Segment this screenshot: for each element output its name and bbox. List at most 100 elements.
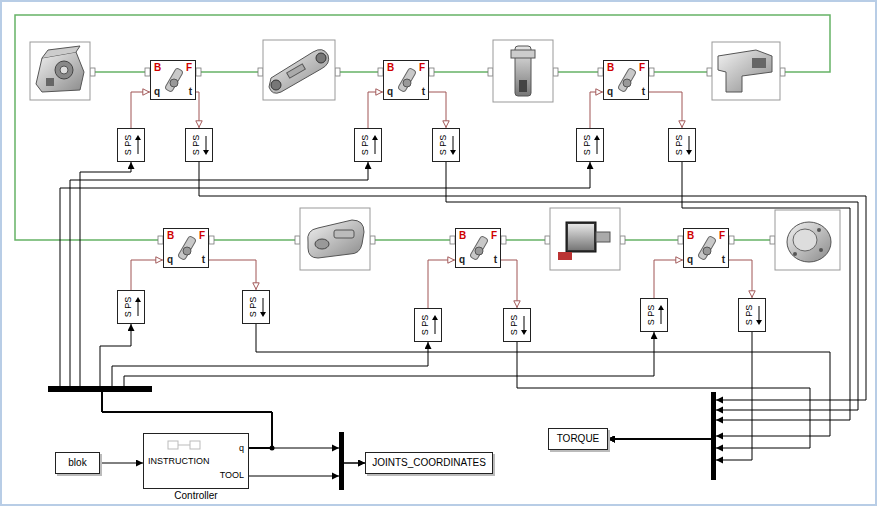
port-square: [770, 236, 775, 244]
physical-signal-line: [131, 260, 163, 290]
mechanical-link: [649, 71, 712, 73]
ps-s-converter: S PS: [185, 128, 213, 162]
port-label: q: [154, 87, 160, 97]
port-square: [707, 68, 712, 76]
port-label: t: [722, 255, 725, 265]
tool-flange: [775, 210, 840, 270]
physical-signal-line: [729, 260, 752, 298]
port-label: q: [387, 87, 393, 97]
signal-line: [249, 463, 365, 476]
mux-input-arrow: [716, 445, 723, 452]
s-ps-converter: S PS: [117, 128, 145, 162]
port-label: F: [419, 63, 425, 73]
ps-s-converter: S PS: [503, 308, 531, 342]
block-label: blok: [68, 458, 86, 468]
mux-input-arrow: [332, 473, 339, 480]
revolute-joint: BFqt: [383, 60, 429, 100]
mux-bar: [711, 392, 716, 480]
mux-input-arrow: [716, 407, 723, 414]
signal-block: blok: [55, 452, 100, 474]
s-ps-converter: S PS: [117, 290, 145, 324]
ps-s-converter: S PS: [668, 128, 696, 162]
converter-label: S PS: [510, 315, 519, 336]
link-2-body: [493, 40, 553, 102]
signal-line: [70, 162, 368, 448]
link-4-body: [300, 208, 370, 270]
converter-label: S PS: [124, 135, 133, 156]
block-name: Controller: [174, 491, 217, 501]
converter-label: S PS: [124, 297, 133, 318]
revolute-joint: BFqt: [603, 60, 649, 100]
port-label: t: [189, 87, 192, 97]
link-1-body: [263, 40, 335, 100]
converter-label: S PS: [583, 135, 592, 156]
port-label: t: [422, 87, 425, 97]
signal-line: [60, 162, 590, 448]
controller-block: INSTRUCTIONqTOOLController: [143, 433, 249, 489]
mechanical-link: [501, 239, 550, 241]
port-label: B: [607, 63, 614, 73]
port-label: F: [186, 63, 192, 73]
port-label: F: [199, 231, 205, 241]
mux-input-arrow: [716, 457, 723, 464]
motor-body: [550, 208, 620, 270]
s-ps-converter: S PS: [640, 298, 668, 332]
converter-label: S PS: [249, 297, 258, 318]
port-square: [488, 68, 493, 76]
mechanical-link: [335, 71, 383, 73]
port-square: [90, 68, 95, 76]
port-square: [196, 68, 201, 76]
physical-signal-line: [209, 260, 256, 290]
port-label: TOOL: [220, 471, 244, 480]
signal-line: [446, 162, 858, 439]
port-square: [209, 236, 214, 244]
port-label: t: [202, 255, 205, 265]
physical-signal-line: [429, 92, 446, 128]
physical-signal-line: [428, 260, 455, 308]
mechanical-link: [553, 71, 603, 73]
revolute-joint: BFqt: [455, 228, 501, 268]
converter-label: S PS: [439, 135, 448, 156]
mux-arrowheads: [332, 397, 723, 480]
mechanical-link: [15, 15, 830, 240]
s-ps-converter: S PS: [414, 308, 442, 342]
physical-signal-line: [501, 260, 517, 308]
controller-icon: [166, 439, 206, 453]
port-label: F: [639, 63, 645, 73]
port-label: F: [491, 231, 497, 241]
mechanical-link: [90, 71, 150, 73]
branch-dot: [270, 446, 275, 451]
link-3-body: [712, 42, 780, 100]
mechanical-link: [620, 239, 683, 241]
revolute-joint: B Fq t: [150, 60, 196, 100]
port-square: [501, 236, 506, 244]
block-label: TORQUE: [557, 434, 600, 444]
port-square: [295, 236, 300, 244]
port-square: [780, 68, 785, 76]
converter-label: S PS: [647, 305, 656, 326]
signal-line: [608, 332, 752, 460]
signal-block: JOINTS_COORDINATES: [365, 452, 493, 474]
revolute-joint: BFqt: [163, 228, 209, 268]
port-label: B: [687, 231, 694, 241]
port-label: t: [642, 87, 645, 97]
mechanical-link: [370, 239, 455, 241]
physical-signal-line: [654, 260, 683, 298]
ps-s-converter: S PS: [432, 128, 460, 162]
port-square: [258, 68, 263, 76]
physical-signal-line: [368, 92, 383, 128]
port-label: B: [154, 63, 161, 73]
mux-bar: [339, 432, 344, 490]
block-label: JOINTS_COORDINATES: [372, 458, 486, 468]
mux-input-arrow: [716, 417, 723, 424]
signal-line: [199, 162, 866, 439]
mechanical-link: [729, 239, 775, 241]
mux-input-arrow: [716, 433, 723, 440]
mechanical-link: [196, 71, 263, 73]
port-label: B: [459, 231, 466, 241]
s-ps-converter: S PS: [576, 128, 604, 162]
s-ps-converter: S PS: [354, 128, 382, 162]
